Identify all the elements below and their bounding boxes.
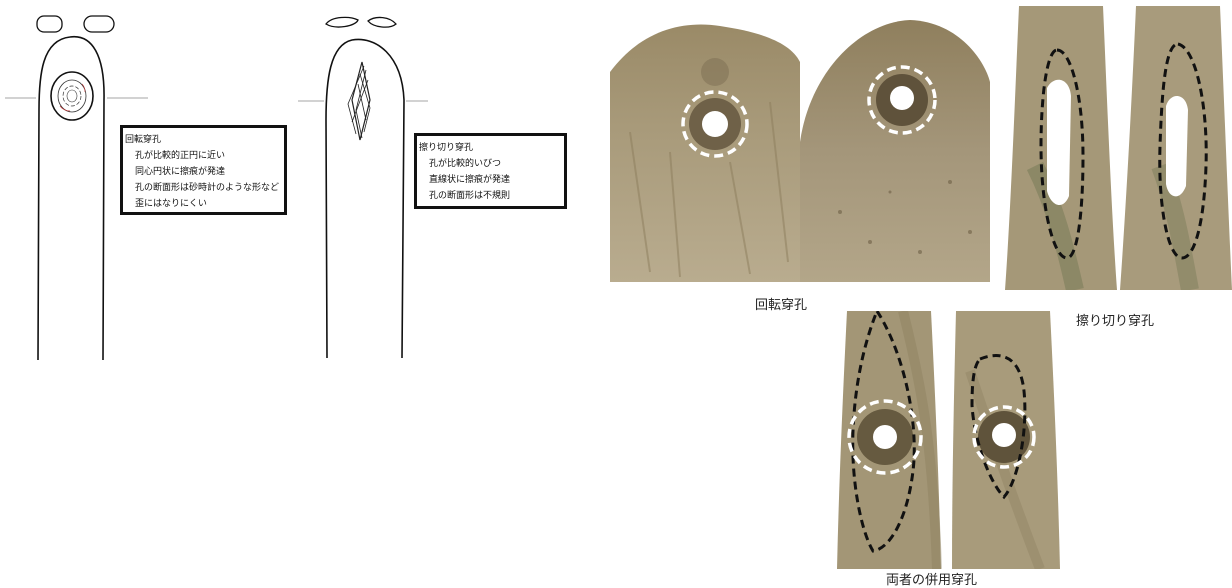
- rotary-hole-drawing: [51, 72, 93, 120]
- abrasion-section-right: [368, 17, 396, 27]
- rotary-photo-2: [800, 12, 990, 282]
- rotary-note-item: 孔の断面形は砂時計のような形など: [135, 180, 282, 196]
- abrasion-note-title: 擦り切り穿孔: [419, 140, 562, 156]
- rotary-note-item: 同心円状に擦痕が発達: [135, 164, 282, 180]
- rotary-note-item: 歪にはなりにくい: [135, 196, 282, 212]
- abrasion-note-item: 孔の断面形は不規則: [429, 188, 562, 204]
- rotary-photo-1: [610, 12, 800, 282]
- abrasion-note-item: 直線状に擦痕が発達: [429, 172, 562, 188]
- abrasion-note-box: 擦り切り穿孔 孔が比較的いびつ 直線状に擦痕が発達 孔の断面形は不規則: [414, 133, 567, 209]
- abrasion-section-left: [326, 17, 358, 27]
- abrasion-hole-drawing: [348, 62, 370, 140]
- rotary-note-item: 孔が比較的正円に近い: [135, 148, 282, 164]
- rotary-section-right: [84, 16, 114, 32]
- rotary-section-left: [37, 16, 62, 32]
- abrasion-photo-1: [1005, 6, 1117, 290]
- abrasion-photo-caption: 擦り切り穿孔: [1076, 310, 1154, 329]
- rotary-bone-outline: [38, 37, 104, 360]
- abrasion-note-item: 孔が比較的いびつ: [429, 156, 562, 172]
- rotary-photo-caption: 回転穿孔: [755, 294, 807, 313]
- combined-photo-caption: 両者の併用穿孔: [886, 569, 977, 588]
- combined-photo-1: [833, 311, 945, 569]
- rotary-note-title: 回転穿孔: [125, 132, 282, 148]
- combined-photo-2: [950, 311, 1062, 569]
- abrasion-photo-2: [1120, 6, 1232, 290]
- rotary-note-box: 回転穿孔 孔が比較的正円に近い 同心円状に擦痕が発達 孔の断面形は砂時計のような…: [120, 125, 287, 215]
